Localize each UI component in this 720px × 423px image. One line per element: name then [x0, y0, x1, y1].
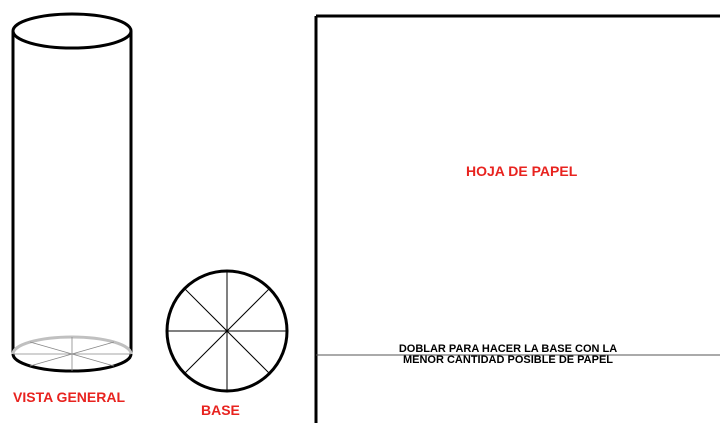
fold-instruction-line2: MENOR CANTIDAD POSIBLE DE PAPEL [402, 354, 614, 366]
cylinder-base-spokes [13, 337, 131, 371]
fold-instruction: DOBLAR PARA HACER LA BASE CON LA MENOR C… [368, 344, 648, 366]
base-spokes [167, 271, 287, 391]
base-circle-diagram [165, 269, 289, 393]
vista-general-label: VISTA GENERAL [13, 389, 126, 405]
fold-instruction-line1: DOBLAR PARA HACER LA BASE CON LA [398, 343, 618, 355]
cylinder [11, 12, 133, 373]
base-label: BASE [201, 402, 240, 418]
hoja-de-papel-label: HOJA DE PAPEL [466, 163, 578, 179]
cylinder-top-ellipse [11, 12, 133, 50]
